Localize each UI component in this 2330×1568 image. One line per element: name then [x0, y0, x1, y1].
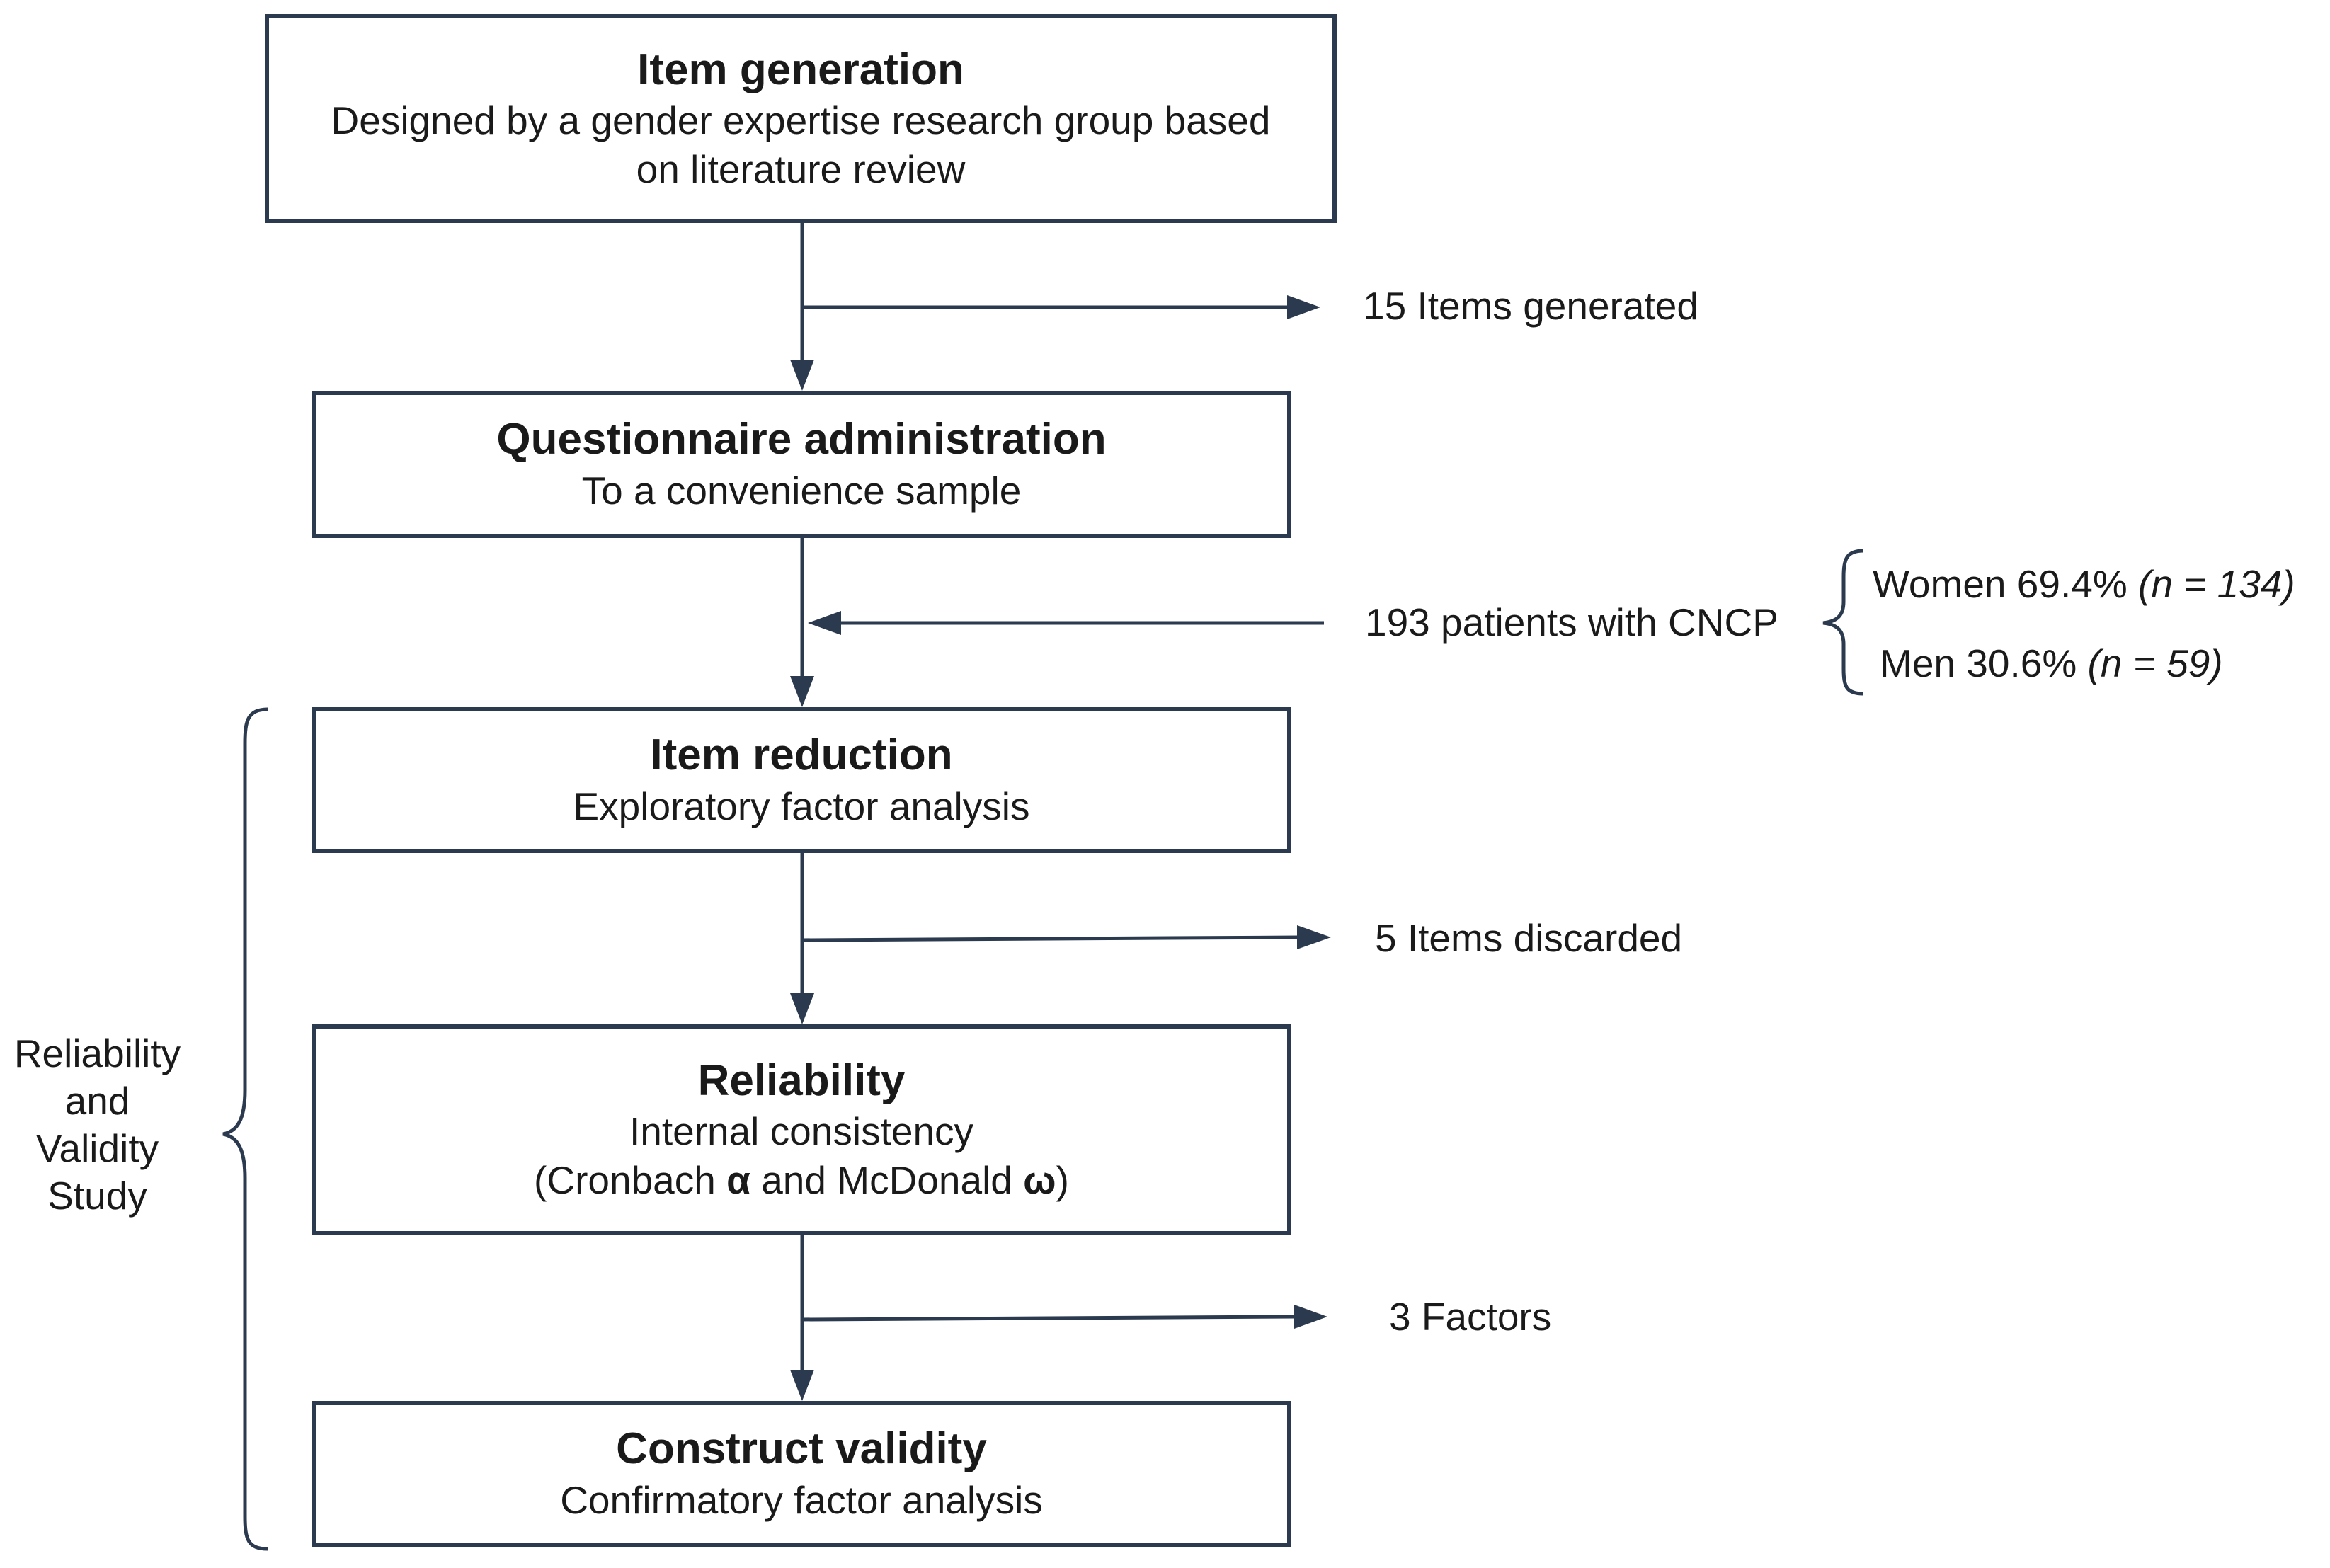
- box-description-line: on literature review: [636, 147, 966, 191]
- study-label-line: Validity: [35, 1126, 159, 1171]
- box-description-line: Confirmatory factor analysis: [560, 1477, 1043, 1522]
- box-title: Reliability: [697, 1056, 906, 1106]
- arrowhead-reliability-to-construct: [790, 1370, 814, 1401]
- box-title: Construct validity: [616, 1424, 987, 1474]
- study-label-line: Study: [47, 1174, 147, 1218]
- note-factors: 3 Factors: [1389, 1295, 1552, 1339]
- box-questionnaire-administration: Questionnaire administration To a conven…: [312, 391, 1291, 538]
- note-patients: 193 patients with CNCP: [1365, 600, 1778, 644]
- brace-study: [222, 707, 268, 1551]
- study-label: Reliability and Validity Study: [0, 1030, 195, 1220]
- box-item-reduction: Item reduction Exploratory factor analys…: [312, 707, 1291, 853]
- note-items-generated: 15 Items generated: [1363, 284, 1698, 328]
- arrow-items-discarded: [801, 935, 1300, 942]
- arrowhead-factors: [1294, 1305, 1327, 1329]
- arrowhead-admin-to-reduction: [790, 676, 814, 707]
- arrowhead-patients: [808, 611, 841, 635]
- note-men: Men 30.6% (n = 59): [1880, 644, 2223, 683]
- men-percentage: Men 30.6%: [1880, 641, 2088, 685]
- arrowhead-items-discarded: [1297, 925, 1331, 949]
- formula-text: (Cronbach: [534, 1158, 727, 1203]
- note-women: Women 69.4% (n = 134): [1873, 565, 2295, 604]
- box-construct-validity: Construct validity Confirmatory factor a…: [312, 1401, 1291, 1547]
- arrowhead-items-generated: [1287, 295, 1320, 319]
- brace-sample-split: [1822, 549, 1864, 696]
- study-label-line: Reliability: [13, 1031, 181, 1075]
- formula-text: ): [1056, 1158, 1069, 1203]
- women-count: (n = 134): [2138, 562, 2295, 606]
- arrowhead-reduction-to-reliability: [790, 993, 814, 1024]
- note-items-discarded: 5 Items discarded: [1375, 916, 1683, 960]
- box-title: Item generation: [637, 45, 964, 94]
- box-description-line: Exploratory factor analysis: [573, 784, 1030, 828]
- box-item-generation: Item generation Designed by a gender exp…: [265, 14, 1337, 223]
- arrow-factors: [801, 1315, 1296, 1322]
- box-description-line: (Cronbach α and McDonald ω): [534, 1156, 1069, 1205]
- women-percentage: Women 69.4%: [1873, 562, 2139, 606]
- box-title: Item reduction: [650, 731, 953, 780]
- omega-symbol: ω: [1023, 1158, 1056, 1203]
- box-title: Questionnaire administration: [496, 415, 1107, 464]
- box-description-line: To a convenience sample: [581, 468, 1022, 513]
- box-description-line: Designed by a gender expertise research …: [331, 98, 1271, 142]
- study-label-line: and: [64, 1079, 130, 1123]
- formula-text: and McDonald: [750, 1158, 1024, 1203]
- box-reliability: Reliability Internal consistency (Cronba…: [312, 1024, 1291, 1235]
- box-description-line: Internal consistency: [629, 1109, 974, 1154]
- men-count: (n = 59): [2087, 641, 2223, 685]
- alpha-symbol: α: [726, 1158, 750, 1203]
- arrowhead-gen-to-admin: [790, 360, 814, 391]
